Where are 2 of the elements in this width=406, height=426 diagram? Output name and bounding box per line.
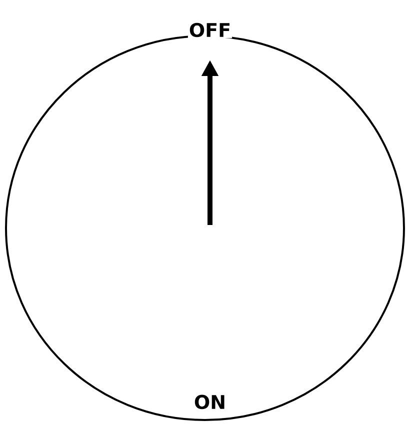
- switch-label: OFF: [188, 22, 232, 38]
- switch-label: ON: [192, 394, 228, 410]
